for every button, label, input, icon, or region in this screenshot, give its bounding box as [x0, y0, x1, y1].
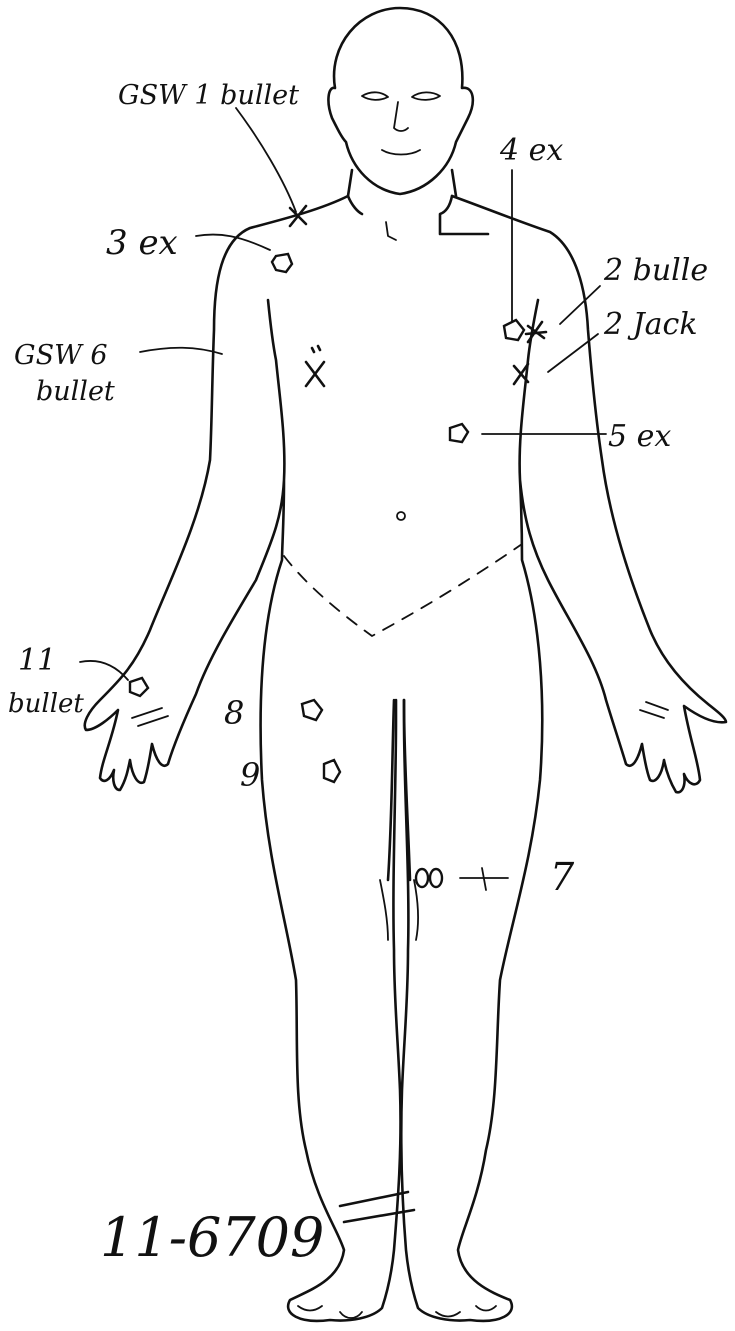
left-palm-lines	[132, 708, 168, 726]
head-outline	[328, 8, 472, 194]
label-11-line1: 11	[18, 643, 56, 678]
label-gsw6-line2: bullet	[36, 376, 115, 407]
label-2bullet: 2 bulle	[603, 253, 708, 288]
label-5ex: 5 ex	[608, 419, 671, 454]
right-palm-lines	[640, 702, 668, 718]
case-number: 11-6709	[100, 1206, 324, 1269]
groin-line	[284, 544, 522, 636]
body-right-side	[401, 196, 726, 1321]
knee-right	[414, 880, 418, 940]
foot-right-toes	[436, 1306, 496, 1317]
label-9: 9	[240, 756, 260, 794]
leader-7	[460, 868, 508, 890]
label-gsw1: GSW 1 bullet	[118, 80, 299, 111]
foot-left-toes	[298, 1306, 362, 1318]
nose	[394, 102, 408, 131]
label-gsw6-line1: GSW 6	[14, 340, 108, 371]
right-eye	[412, 92, 440, 100]
body-outline	[85, 8, 726, 1321]
wound-marker-11	[130, 678, 148, 696]
wound-marker-4ex	[504, 320, 524, 340]
label-11-line2: bullet	[8, 689, 84, 719]
mouth	[382, 150, 420, 155]
knee-left	[380, 880, 388, 940]
label-2jack: 2 Jack	[603, 307, 698, 342]
wound-markers	[130, 206, 546, 887]
wound-marker-8	[302, 700, 322, 720]
wound-marker-5ex	[450, 424, 468, 442]
label-4ex: 4 ex	[499, 133, 563, 168]
label-7: 7	[550, 855, 575, 899]
handwritten-labels: GSW 1 bullet 3 ex 4 ex 2 bulle 2 Jack GS…	[8, 80, 708, 1269]
wound-marker-7b	[430, 869, 442, 887]
label-3ex: 3 ex	[106, 223, 178, 263]
star-marker-2	[526, 322, 546, 342]
cross-marker-6	[306, 346, 324, 386]
navel	[397, 512, 405, 520]
wound-marker-3ex	[272, 254, 292, 272]
wound-marker-7a	[416, 869, 428, 887]
leader-2bullet	[560, 286, 600, 324]
sternum-mark	[386, 222, 396, 240]
left-eye	[362, 92, 388, 100]
leader-gsw1	[236, 108, 296, 212]
collar-left	[348, 196, 362, 214]
label-8: 8	[224, 694, 244, 732]
wound-marker-9	[324, 760, 340, 782]
leader-gsw6	[140, 348, 222, 354]
